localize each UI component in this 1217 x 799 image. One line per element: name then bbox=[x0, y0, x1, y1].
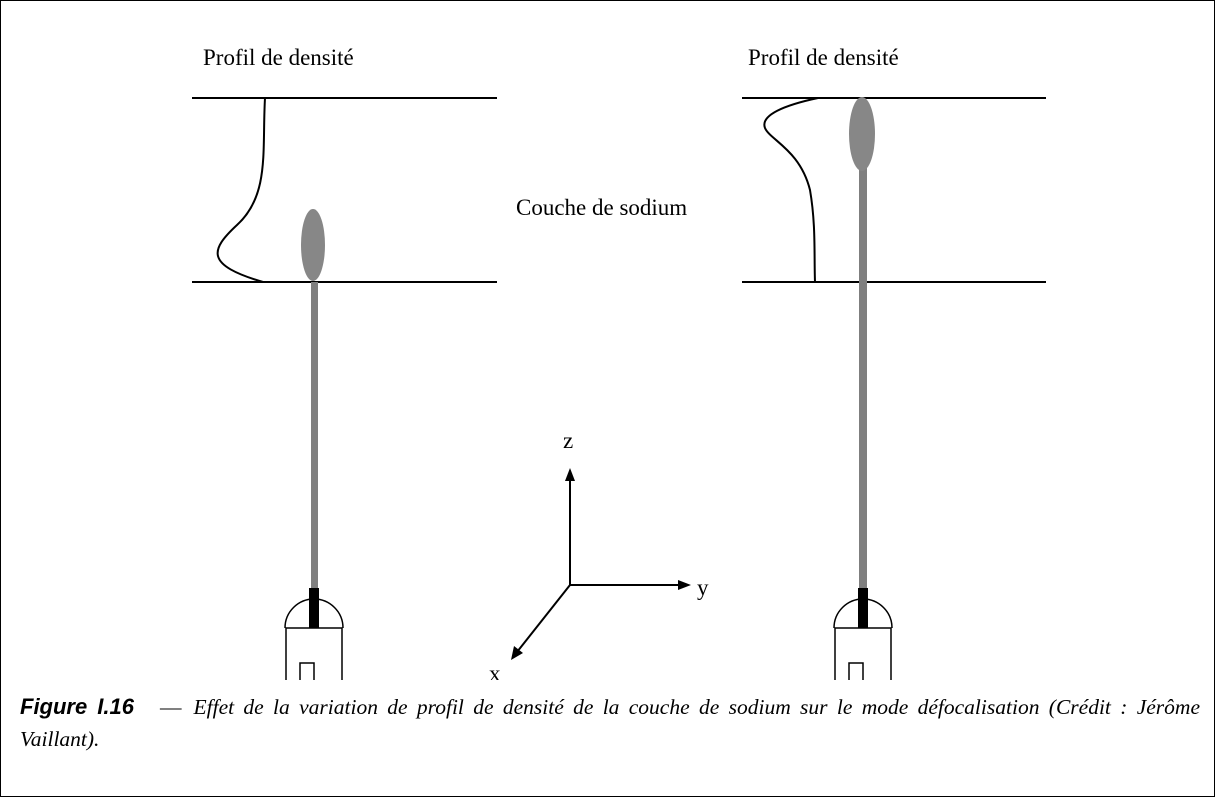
left-laser-beam bbox=[311, 282, 318, 588]
left-density-profile-curve bbox=[216, 97, 266, 283]
left-laser-spot bbox=[301, 209, 325, 281]
right-density-profile-curve bbox=[763, 97, 819, 283]
sodium-layer-label: Couche de sodium bbox=[516, 195, 687, 220]
right-laser-beam bbox=[859, 168, 867, 588]
right-telescope-building bbox=[834, 627, 892, 680]
left-telescope-building bbox=[285, 627, 343, 680]
right-telescope-aperture bbox=[858, 588, 868, 628]
left-telescope-door bbox=[299, 662, 315, 680]
caption-separator: — bbox=[160, 695, 182, 719]
right-panel: Profil de densité bbox=[742, 45, 1046, 680]
left-profile-title: Profil de densité bbox=[203, 45, 354, 70]
x-axis bbox=[516, 584, 571, 653]
x-axis-arrowhead bbox=[511, 646, 523, 660]
caption-text: Effet de la variation de profil de densi… bbox=[20, 695, 1200, 751]
x-axis-label: x bbox=[489, 661, 501, 680]
z-axis-arrowhead bbox=[565, 468, 575, 481]
left-panel: Profil de densité bbox=[192, 45, 497, 680]
caption-label: Figure I.16 bbox=[20, 694, 134, 719]
right-laser-spot bbox=[849, 97, 875, 171]
sodium-layer-diagram: Profil de densité Profil de densité Couc… bbox=[192, 45, 1046, 680]
figure-caption: Figure I.16 —Effet de la variation de pro… bbox=[20, 691, 1200, 755]
right-telescope-door bbox=[848, 662, 864, 680]
y-axis-arrowhead bbox=[678, 580, 691, 590]
left-telescope bbox=[284, 588, 344, 680]
right-telescope bbox=[833, 588, 893, 680]
left-telescope-aperture bbox=[309, 588, 319, 628]
y-axis-label: y bbox=[697, 575, 709, 600]
coordinate-axes: z y x bbox=[489, 428, 709, 680]
z-axis-label: z bbox=[563, 428, 573, 453]
right-profile-title: Profil de densité bbox=[748, 45, 899, 70]
